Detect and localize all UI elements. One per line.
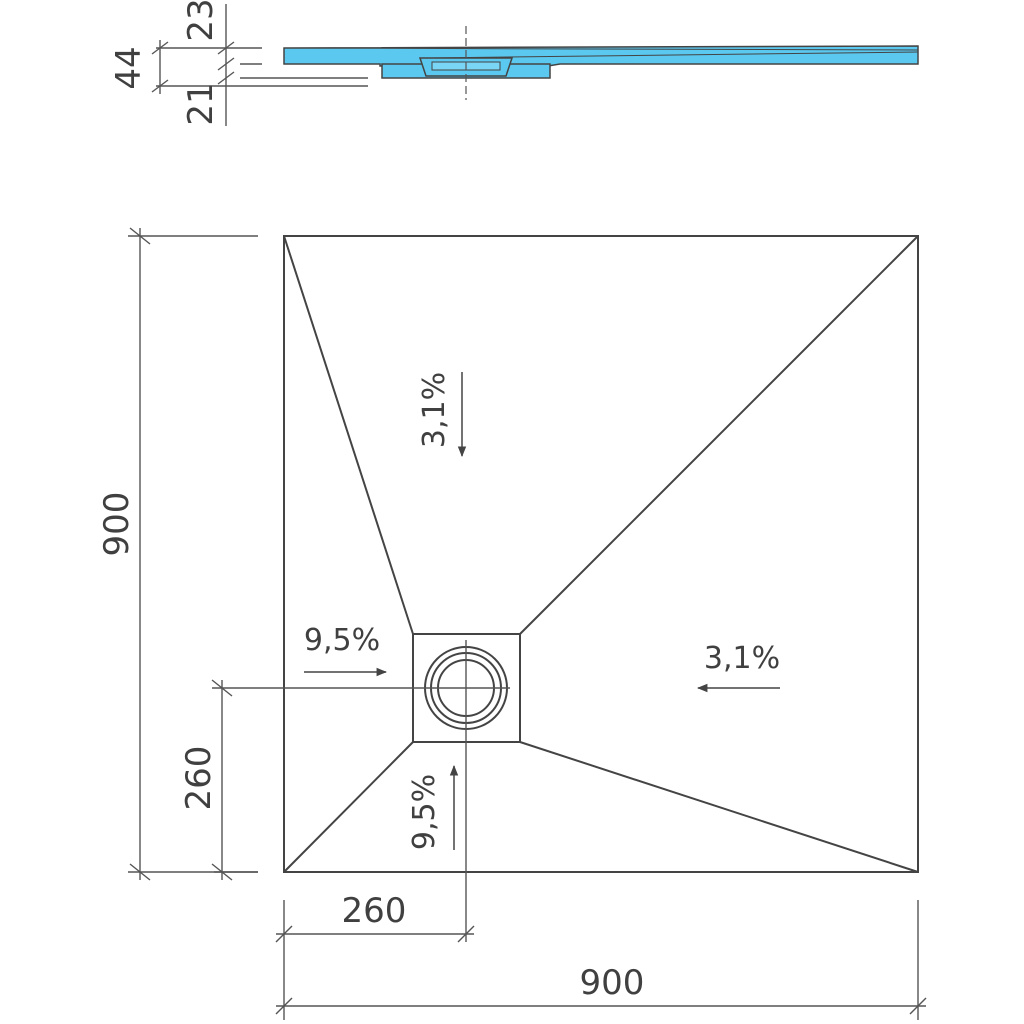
- ridge-top-left: [283, 235, 414, 635]
- tray-surface-slope-2: [429, 51, 919, 59]
- slope-label-bottom: 9,5%: [407, 774, 442, 850]
- side-profile: 44 23 21: [109, 0, 919, 126]
- profile-dim-bottom: 21: [181, 82, 221, 125]
- tray-outline: [283, 235, 919, 873]
- plan-dimensions: 900 260 260 900: [97, 227, 927, 1020]
- slope-label-right: 3,1%: [704, 641, 780, 676]
- tray-surface-slope: [283, 47, 919, 51]
- slope-label-left: 9,5%: [304, 623, 380, 658]
- drain-offset-y-label: 260: [179, 746, 219, 811]
- ridge-bottom-left: [283, 741, 414, 873]
- plan-view: 3,1% 3,1% 9,5% 9,5%: [212, 235, 919, 942]
- ridge-bottom-right: [519, 741, 919, 873]
- profile-dim-total: 44: [109, 46, 149, 89]
- slope-label-top: 3,1%: [417, 372, 452, 448]
- profile-dim-top: 23: [181, 0, 221, 42]
- drain-offset-x-label: 260: [342, 891, 407, 931]
- ridge-top-right: [519, 235, 919, 635]
- plan-height-label: 900: [97, 492, 137, 557]
- plan-width-label: 900: [580, 963, 645, 1003]
